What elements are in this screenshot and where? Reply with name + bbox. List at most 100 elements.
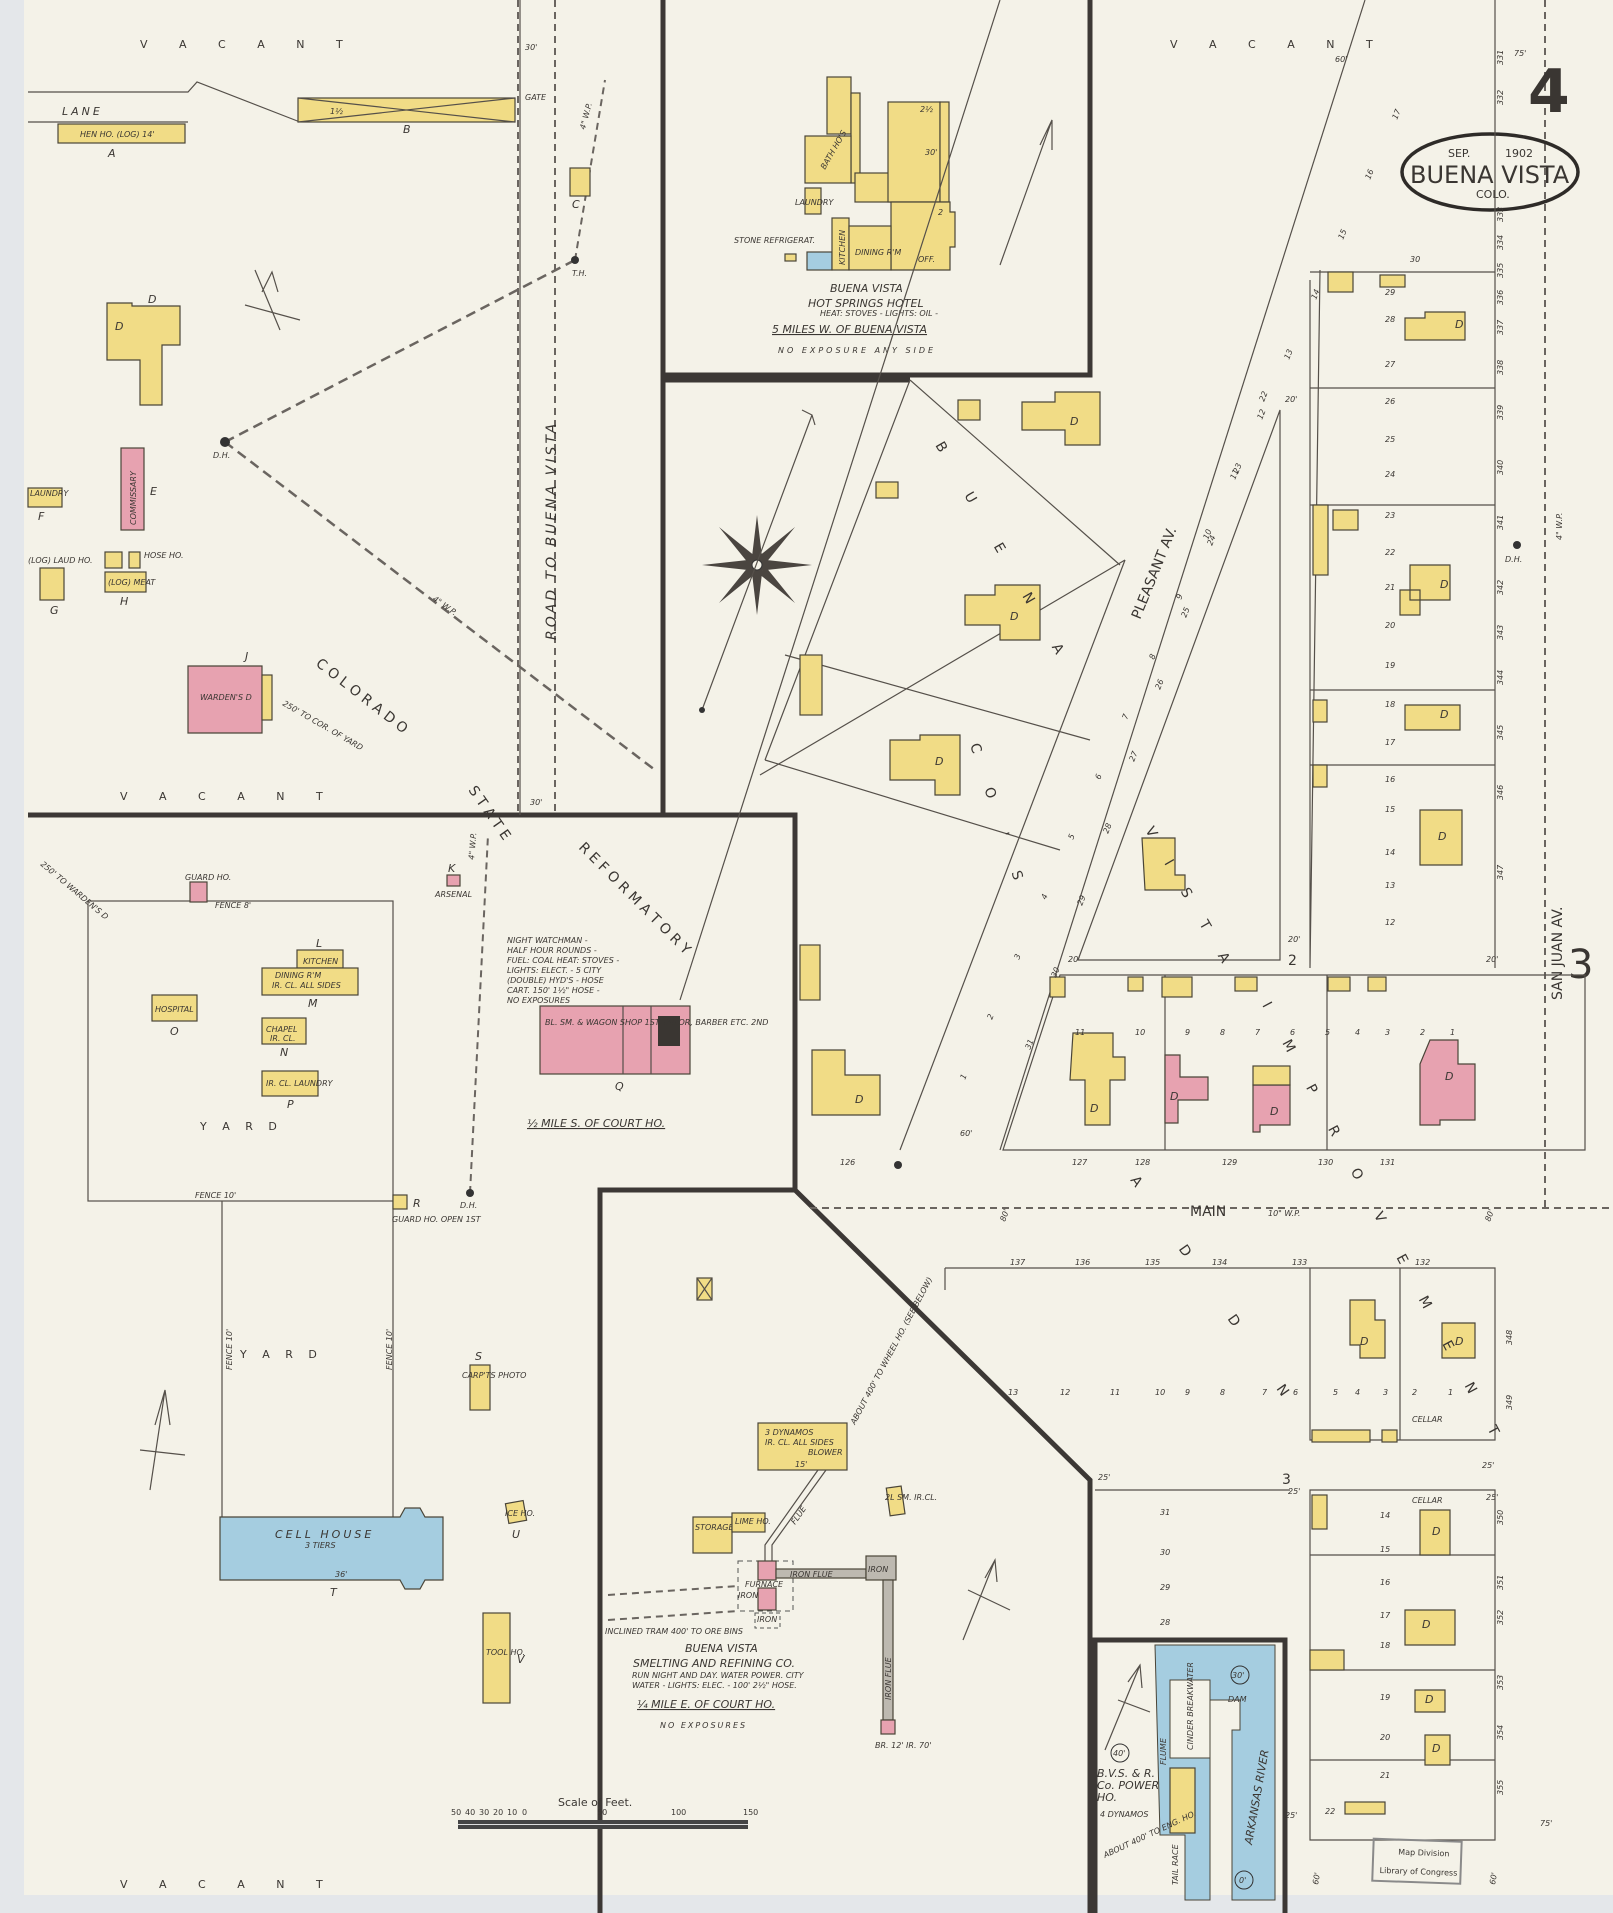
lot-number: 137 [1010, 1258, 1026, 1267]
scale-tick-label: 10 [507, 1808, 517, 1817]
house-number: 347 [1496, 864, 1505, 880]
dwelling-mark: D [1455, 318, 1463, 331]
house-number: 340 [1496, 460, 1505, 475]
cell-house-tiers: 3 TIERS [305, 1541, 336, 1550]
width-label: 20' [1285, 395, 1297, 404]
shed [1379, 274, 1406, 288]
reformatory-notes: NIGHT WATCHMAN -HALF HOUR ROUNDS -FUEL: … [507, 936, 619, 1005]
hotel-porch [939, 101, 950, 203]
lot-number: 29 [1076, 894, 1088, 907]
hotel-utilities: HEAT: STOVES - LIGHTS: OIL - [820, 309, 938, 318]
dwelling [1404, 1609, 1456, 1646]
stamp-line-1: Map Division [1398, 1848, 1449, 1859]
office-label: OFF. [918, 255, 935, 264]
height-label: 15' [795, 1460, 807, 1469]
reformatory-note: FUEL: COAL HEAT: STOVES - [507, 956, 619, 965]
fence-label: FENCE 8' [215, 901, 251, 910]
lot-number: 15 [1380, 1545, 1390, 1554]
building-letter: U [512, 1528, 520, 1541]
carpenter-photo-shop [469, 1364, 491, 1411]
width-label: 75' [1540, 1819, 1552, 1828]
lot-number: 17 [1380, 1611, 1391, 1620]
lot-number: 7 [1262, 1388, 1268, 1397]
lot-number: 26 [1385, 397, 1395, 406]
scale-tick-label: 30 [479, 1808, 489, 1817]
wardens-label: WARDEN'S D [200, 693, 252, 702]
shed [957, 399, 981, 421]
dining-note: IR. CL. ALL SIDES [272, 981, 341, 990]
width-label: 25' [1482, 1461, 1494, 1470]
story-count: 2½ [920, 105, 933, 114]
street-san-juan-av: SAN JUAN AV. [1550, 907, 1566, 1000]
dwelling [1069, 1032, 1126, 1126]
fence-label: FENCE 10' [225, 1329, 234, 1370]
dh-label: D.H. [1505, 555, 1522, 564]
lot-number: 10 [1155, 1388, 1165, 1397]
lot-number: 18 [1385, 700, 1395, 709]
laundry-label: IR. CL. LAUNDRY [266, 1079, 334, 1088]
lot-number: 8 [1148, 653, 1158, 661]
building-letter: Q [615, 1080, 624, 1093]
lot-number: 30 [1160, 1548, 1170, 1557]
flume-label: FLUME [1159, 1737, 1168, 1765]
lot-number: 25 [1385, 435, 1395, 444]
building-letter: M [308, 997, 318, 1010]
dwelling-mark: D [115, 320, 123, 333]
hotel-name-1: BUENA VISTA [830, 282, 903, 295]
north-arrow-icon [999, 119, 1053, 266]
dwelling [1424, 1734, 1451, 1766]
tail-race-label: TAIL RACE [1171, 1843, 1180, 1885]
road-to-buena-vista: ROAD TO BUENA VISTA [544, 421, 560, 640]
lot-number: 6 [1290, 1028, 1295, 1037]
elevation-label: 30' [1232, 1671, 1244, 1680]
storage [692, 1516, 733, 1554]
lot-number: 2 [1420, 1028, 1425, 1037]
building-c [569, 167, 591, 197]
smelter-exposure: NO EXPOSURES [660, 1721, 747, 1730]
house-number: 332 [1496, 90, 1505, 105]
dwelling-mark: D [1425, 1693, 1433, 1706]
power-house-building [1169, 1767, 1196, 1834]
cell-house-label: CELL HOUSE [275, 1528, 374, 1541]
dwelling [889, 734, 961, 796]
arsenal-label: ARSENAL [434, 890, 472, 899]
lot-number: 12 [1060, 1388, 1070, 1397]
hot-springs-hotel: BATH HO'S LAUNDRY STONE REFRIGERAT. KITC… [734, 76, 1053, 355]
lot-number: 7 [1121, 712, 1132, 721]
lot-number: 132 [1415, 1258, 1430, 1267]
bath-house [804, 135, 852, 184]
scan-margin-left [0, 0, 24, 1913]
scale-tick-label: 50 [597, 1808, 607, 1817]
reformatory-note: HALF HOUR ROUNDS - [507, 946, 597, 955]
dynamo-house [757, 1422, 848, 1471]
house-number: 349 [1505, 1395, 1514, 1410]
house-number: 343 [1496, 625, 1505, 640]
dining-label: DINING R'M [275, 971, 321, 980]
width-label: 25' [1098, 1473, 1110, 1482]
dwelling-mark: D [1010, 610, 1018, 623]
small-building [885, 1485, 906, 1517]
lot-number: 134 [1212, 1258, 1227, 1267]
building-letter: A [107, 147, 116, 160]
lot-number: 20 [1380, 1733, 1390, 1742]
shed [1327, 271, 1354, 293]
lane-label: LANE [62, 105, 103, 118]
lot-number: 9 [1185, 1388, 1190, 1397]
bath-house [826, 76, 852, 135]
building-letter: L [316, 937, 322, 950]
lot-number: 16 [1380, 1578, 1390, 1587]
hotel-location: 5 MILES W. OF BUENA VISTA [772, 323, 927, 336]
width-label: 20' [1486, 955, 1498, 964]
lot-number: 2 [1412, 1388, 1417, 1397]
guard-house [189, 881, 208, 903]
lot-number: 129 [1222, 1158, 1237, 1167]
house-number: 354 [1496, 1725, 1505, 1740]
reformatory-note: CART. 150' 1½" HOSE - [507, 986, 600, 995]
chapel-label: CHAPEL [266, 1025, 297, 1034]
building-letter: D [148, 293, 156, 306]
house-number: 348 [1505, 1330, 1514, 1345]
north-arrow-icon [962, 1558, 1011, 1641]
lot-number: 11 [1075, 1028, 1085, 1037]
dwelling-mark: D [1422, 1618, 1430, 1631]
dwelling [1141, 837, 1186, 891]
